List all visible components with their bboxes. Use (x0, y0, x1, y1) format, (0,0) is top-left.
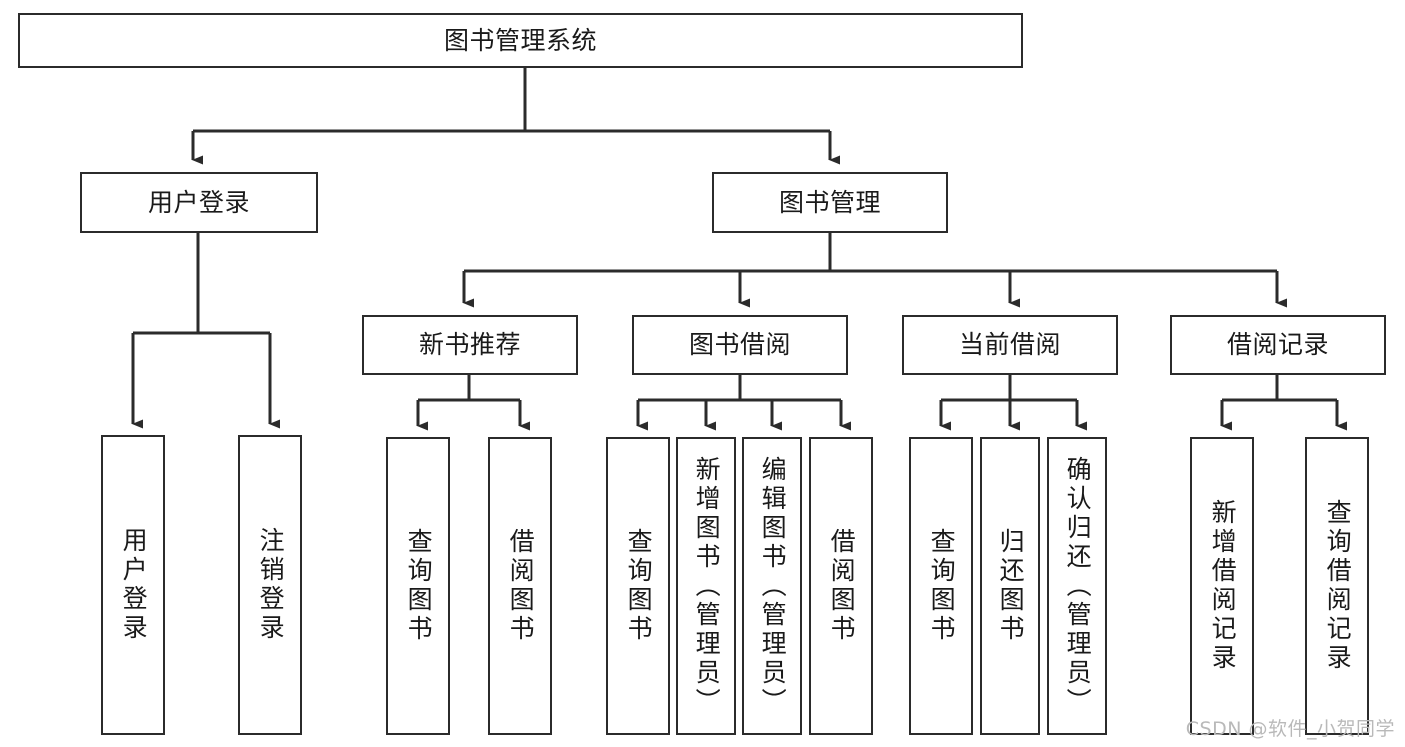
node-label: 借阅图书 (506, 528, 536, 644)
node-new-book-recommend[interactable]: 新书推荐 (362, 315, 578, 375)
node-label: 归还图书 (996, 528, 1026, 644)
leaf-recommend-query-book[interactable]: 查询图书 (386, 437, 450, 735)
node-label: 查询图书 (624, 528, 654, 644)
leaf-current-query-book[interactable]: 查询图书 (909, 437, 973, 735)
node-label: 注销登录 (256, 527, 286, 643)
node-book-borrow[interactable]: 图书借阅 (632, 315, 848, 375)
node-label: 借阅图书 (827, 528, 857, 644)
leaf-record-add-record[interactable]: 新增借阅记录 (1190, 437, 1254, 735)
watermark-text: CSDN @软件_小贺同学 (1185, 718, 1395, 740)
leaf-borrow-edit-book-admin[interactable]: 编辑图书（管理员） (742, 437, 802, 735)
node-label: 新增图书（管理员） (692, 455, 722, 717)
node-label: 图书借阅 (688, 330, 791, 360)
node-label: 查询图书 (404, 528, 434, 644)
node-user-login[interactable]: 用户登录 (80, 172, 318, 233)
node-label: 确认归还（管理员） (1063, 455, 1093, 717)
node-label: 查询图书 (927, 528, 957, 644)
node-borrow-record[interactable]: 借阅记录 (1170, 315, 1386, 375)
node-label: 当前借阅 (958, 330, 1061, 360)
leaf-user-login-logout[interactable]: 注销登录 (238, 435, 302, 735)
leaf-borrow-add-book-admin[interactable]: 新增图书（管理员） (676, 437, 736, 735)
node-label: 图书管理 (778, 187, 881, 217)
node-root-system[interactable]: 图书管理系统 (18, 13, 1023, 68)
leaf-recommend-borrow-book[interactable]: 借阅图书 (488, 437, 552, 735)
node-current-borrow[interactable]: 当前借阅 (902, 315, 1118, 375)
node-label: 新增借阅记录 (1208, 499, 1238, 673)
node-label: 查询借阅记录 (1323, 499, 1353, 673)
node-label: 用户登录 (119, 527, 149, 643)
node-label: 借阅记录 (1226, 330, 1329, 360)
leaf-borrow-query-book[interactable]: 查询图书 (606, 437, 670, 735)
node-label: 图书管理系统 (443, 25, 597, 55)
leaf-record-query-record[interactable]: 查询借阅记录 (1305, 437, 1369, 735)
leaf-current-return-book[interactable]: 归还图书 (980, 437, 1040, 735)
leaf-borrow-borrow-book[interactable]: 借阅图书 (809, 437, 873, 735)
node-book-management[interactable]: 图书管理 (712, 172, 948, 233)
leaf-user-login-login[interactable]: 用户登录 (101, 435, 165, 735)
node-label: 用户登录 (147, 187, 250, 217)
node-label: 新书推荐 (418, 330, 521, 360)
leaf-current-confirm-return-admin[interactable]: 确认归还（管理员） (1047, 437, 1107, 735)
node-label: 编辑图书（管理员） (758, 455, 788, 717)
